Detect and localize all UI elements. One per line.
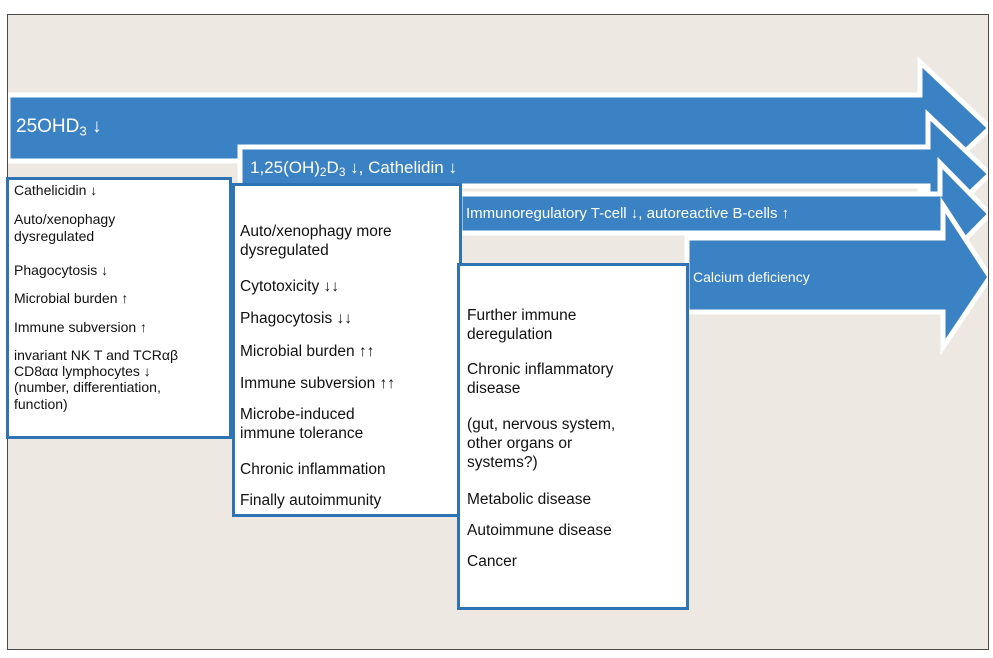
stage1-immune-subversion: Immune subversion ↑ [14,319,148,335]
stage3-metabolic: Metabolic disease [467,491,592,508]
stage1-box [6,177,232,439]
stage1-cathelicidin: Cathelicidin ↓ [14,182,98,198]
arrow-label-125oh2d3: 1,25(OH)2D3 ↓, Cathelidin ↓ [250,158,457,179]
stage3-box [457,263,689,610]
stage2-tolerance: Microbe-induced immune tolerance [240,406,364,442]
stage3-autoimmune: Autoimmune disease [467,522,612,539]
stage2-cytotoxicity: Cytotoxicity ↓↓ [240,278,340,295]
stage3-cancer: Cancer [467,553,517,570]
stage2-autophagy: Auto/xenophagy more dysregulated [240,223,392,259]
stage2-microbial-burden: Microbial burden ↑↑ [240,343,375,360]
stage3-chronic-disease: Chronic inflammatory disease [467,361,614,397]
stage2-box [232,183,462,517]
stage1-microbial-burden: Microbial burden ↑ [14,290,129,306]
stage1-phagocytosis: Phagocytosis ↓ [14,262,109,278]
arrow-calcium-deficiency [684,196,988,356]
stage1-autophagy: Auto/xenophagy dysregulated [14,211,116,245]
stage3-deregulation: Further immune deregulation [467,307,577,343]
stage2-phagocytosis: Phagocytosis ↓↓ [240,310,352,327]
stage2-immune-subversion: Immune subversion ↑↑ [240,375,396,392]
stage1-lymphocytes: invariant NK T and TCRαβ CD8αα lymphocyt… [14,347,178,412]
stage3-organs: (gut, nervous system, other organs or sy… [467,416,616,471]
arrow-label-immunoregulatory: Immunoregulatory T-cell ↓, autoreactive … [466,205,790,222]
diagram-canvas: 25OHD3 ↓ 1,25(OH)2D3 ↓, Cathelidin ↓ Imm… [6,14,989,650]
arrow-label-calcium: Calcium deficiency [693,269,810,285]
stage2-autoimmunity: Finally autoimmunity [240,492,382,509]
arrow-label-25ohd3: 25OHD3 ↓ [16,116,102,139]
arrows-layer [8,56,988,356]
stage2-chronic-inflammation: Chronic inflammation [240,461,386,478]
